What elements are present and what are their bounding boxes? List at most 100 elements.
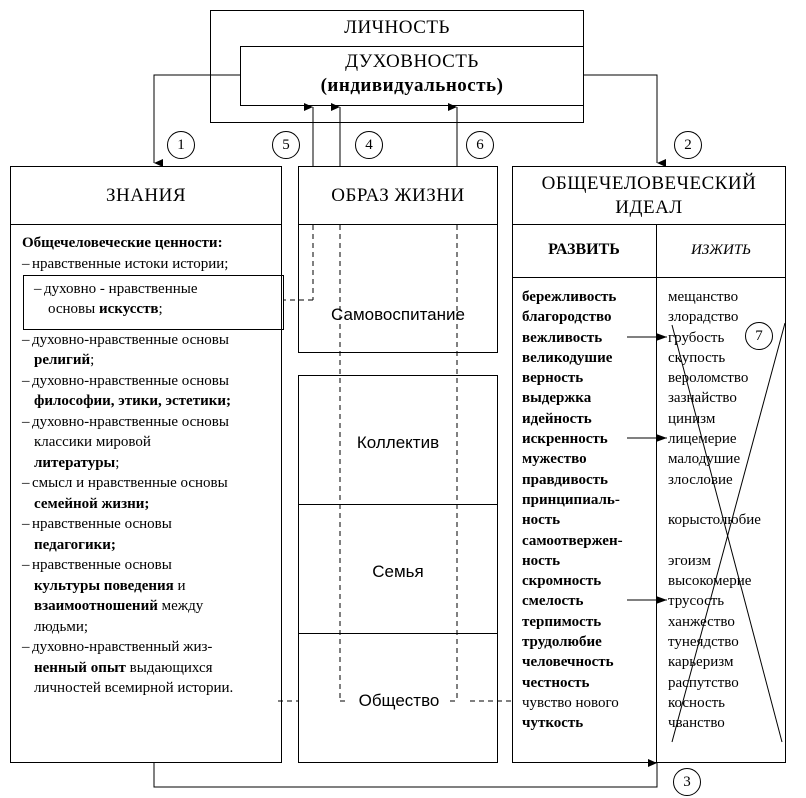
knowledge-item-line: религий; bbox=[22, 350, 280, 371]
eliminate-item: скупость bbox=[668, 349, 726, 366]
ideal-title-box bbox=[512, 166, 786, 225]
number-7: 7 bbox=[745, 322, 773, 350]
collective-box bbox=[298, 375, 498, 763]
list-dash: – bbox=[22, 413, 30, 430]
develop-item: правдивость bbox=[522, 471, 608, 488]
knowledge-title: ЗНАНИЯ bbox=[10, 166, 282, 225]
eliminate-item: эгоизм bbox=[668, 552, 711, 569]
eliminate-item: злорадство bbox=[668, 309, 739, 326]
knowledge-text: философии, этики, эстетики; bbox=[34, 393, 231, 409]
develop-label: РАЗВИТЬ bbox=[548, 241, 620, 258]
knowledge-item-line: культуры поведения и bbox=[22, 576, 280, 597]
eliminate-item bbox=[668, 531, 783, 551]
knowledge-list: –нравственные истоки истории;–духовно - … bbox=[22, 254, 280, 699]
develop-item: мужество bbox=[522, 451, 587, 468]
list-dash: – bbox=[22, 639, 30, 655]
ideal-title-line1: ОБЩЕЧЕЛОВЕЧЕСКИЙ bbox=[541, 173, 757, 194]
knowledge-text: семейной жизни; bbox=[34, 495, 150, 512]
knowledge-item-line: семейной жизни; bbox=[22, 494, 280, 515]
knowledge-text: ненный опыт bbox=[34, 659, 126, 676]
number-5: 5 bbox=[272, 131, 300, 159]
knowledge-text: основы bbox=[48, 301, 99, 317]
family-label: Семья bbox=[372, 562, 424, 581]
knowledge-item-line: –нравственные основы bbox=[22, 555, 280, 576]
eliminate-item: грубость bbox=[668, 329, 725, 346]
knowledge-text: ; bbox=[115, 454, 120, 471]
eliminate-item: ханжество bbox=[668, 613, 735, 630]
collective-label: Коллектив bbox=[356, 433, 440, 452]
eliminate-item: малодушие bbox=[668, 451, 741, 468]
eliminate-item: цинизм bbox=[668, 410, 716, 427]
eliminate-item: вероломство bbox=[668, 370, 749, 387]
knowledge-text: и bbox=[173, 577, 186, 594]
develop-item: ность bbox=[522, 512, 561, 529]
knowledge-text: людьми; bbox=[34, 618, 89, 635]
eliminate-item: мещанство bbox=[668, 289, 739, 305]
knowledge-text: классики мировой bbox=[34, 434, 151, 450]
eliminate-item: злословие bbox=[668, 471, 733, 488]
eliminate-item: тунеядство bbox=[668, 634, 739, 651]
eliminate-item: зазнайство bbox=[668, 390, 737, 407]
number-1: 1 bbox=[167, 131, 195, 159]
develop-item: смелость bbox=[522, 593, 584, 610]
divider-family bbox=[298, 504, 498, 505]
knowledge-item-line: педагогики; bbox=[22, 535, 280, 556]
knowledge-item-line: взаимоотношений между bbox=[22, 596, 280, 617]
knowledge-text: духовно-нравственные основы bbox=[32, 372, 229, 389]
self-education-box bbox=[298, 224, 498, 353]
knowledge-text: культуры поведения bbox=[34, 577, 174, 594]
develop-item: выдержка bbox=[522, 390, 592, 407]
eliminate-label: ИЗЖИТЬ bbox=[690, 241, 752, 258]
personality-label: ЛИЧНОСТЬ bbox=[344, 17, 450, 38]
society-label: Общество bbox=[348, 686, 450, 716]
list-dash: – bbox=[22, 331, 30, 348]
knowledge-item-line: людьми; bbox=[22, 617, 280, 638]
spirituality-label: ДУХОВНОСТЬ bbox=[345, 51, 479, 72]
lifestyle-title: ОБРАЗ ЖИЗНИ bbox=[298, 166, 498, 225]
list-dash: – bbox=[22, 475, 30, 491]
develop-item: самоотвержен- bbox=[522, 532, 623, 549]
knowledge-item-line: основы искусств; bbox=[22, 299, 280, 320]
knowledge-text: духовно-нравственный жиз- bbox=[32, 639, 213, 655]
knowledge-item-line: –духовно-нравственные основы bbox=[22, 412, 280, 433]
knowledge-item-line: –духовно-нравственные основы bbox=[22, 371, 280, 392]
knowledge-text: нравственные истоки истории; bbox=[32, 256, 229, 272]
ideal-header-row bbox=[512, 277, 786, 278]
knowledge-item-line: –смысл и нравственные основы bbox=[22, 473, 280, 494]
knowledge-text: взаимоотношений bbox=[34, 598, 158, 614]
knowledge-text: между bbox=[157, 598, 204, 614]
eliminate-item: распутство bbox=[668, 674, 739, 691]
knowledge-text: литературы bbox=[34, 454, 116, 471]
arrow-1 bbox=[153, 74, 240, 167]
knowledge-heading: Общечеловеческие ценности: bbox=[22, 235, 223, 251]
list-dash: – bbox=[22, 557, 30, 573]
knowledge-text: духовно-нравственные основы bbox=[32, 331, 229, 348]
number-6: 6 bbox=[466, 131, 494, 159]
knowledge-item-line: философии, этики, эстетики; bbox=[22, 391, 280, 412]
knowledge-item-line: –нравственные истоки истории; bbox=[22, 254, 280, 275]
divider-society bbox=[298, 633, 498, 634]
develop-item: скромность bbox=[522, 573, 602, 590]
develop-item: человечность bbox=[522, 654, 614, 671]
eliminate-item: косность bbox=[668, 694, 726, 711]
list-dash: – bbox=[22, 256, 30, 272]
knowledge-text: духовно - нравственные bbox=[44, 280, 198, 297]
knowledge-item-line: ненный опыт выдающихся bbox=[22, 658, 280, 679]
develop-item: чуткость bbox=[522, 715, 584, 732]
eliminate-item: трусость bbox=[668, 593, 725, 610]
knowledge-item-line: классики мировой bbox=[22, 432, 280, 453]
knowledge-item-line: –нравственные основы bbox=[22, 514, 280, 535]
knowledge-text: смысл и нравственные основы bbox=[32, 475, 228, 491]
develop-item: благородство bbox=[522, 309, 612, 326]
arrow-3 bbox=[153, 759, 658, 788]
individuality-label: (индивидуальность) bbox=[320, 75, 504, 96]
eliminate-item: корыстолюбие bbox=[668, 512, 761, 529]
number-4: 4 bbox=[355, 131, 383, 159]
knowledge-text: искусств bbox=[98, 301, 159, 317]
arrow-2 bbox=[584, 74, 666, 167]
knowledge-text: духовно-нравственные основы bbox=[32, 413, 229, 430]
eliminate-item bbox=[668, 490, 783, 510]
develop-item: терпимость bbox=[522, 613, 602, 630]
